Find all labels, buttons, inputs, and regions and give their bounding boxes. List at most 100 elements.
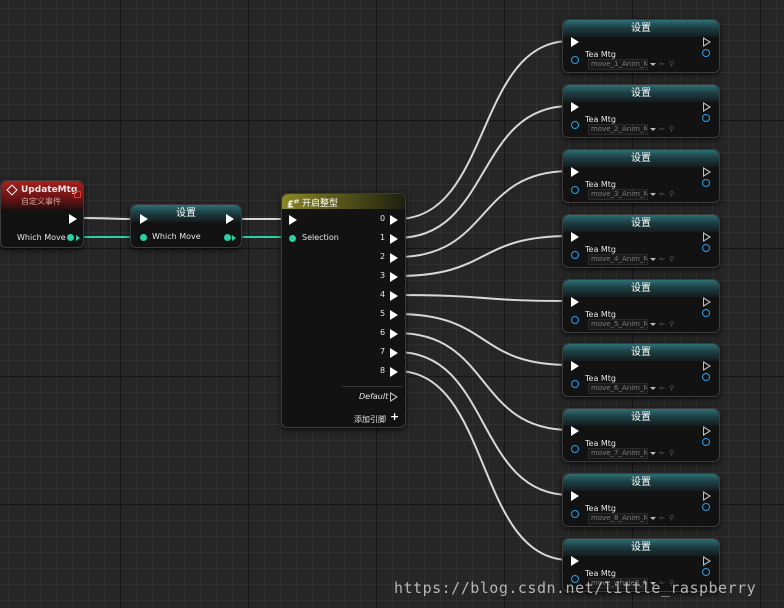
set-whichmove-out-pin[interactable]	[224, 234, 231, 241]
browse-asset-icon[interactable]: ⚲	[669, 125, 675, 133]
set-exec-out-pin[interactable]	[703, 426, 711, 436]
set-exec-in-pin[interactable]	[571, 491, 579, 501]
tea-mtg-in-pin[interactable]	[571, 56, 579, 64]
set-exec-out-pin[interactable]	[703, 491, 711, 501]
use-selected-asset-icon[interactable]: ⇐	[659, 125, 665, 133]
tea-mtg-in-pin[interactable]	[571, 575, 579, 583]
browse-asset-icon[interactable]: ⚲	[669, 514, 675, 522]
switch-default-pin[interactable]	[390, 392, 398, 402]
delegate-pin-icon[interactable]	[74, 191, 81, 198]
set-exec-out-pin[interactable]	[703, 297, 711, 307]
anim-montage-dropdown[interactable]: move_5_Anim_M	[588, 319, 648, 330]
use-selected-asset-icon[interactable]: ⇐	[659, 60, 665, 68]
anim-montage-dropdown[interactable]: move_4_Anim_M	[588, 254, 648, 265]
browse-asset-icon[interactable]: ⚲	[669, 320, 675, 328]
dropdown-chevron-icon[interactable]	[650, 128, 656, 131]
tea-mtg-out-pin[interactable]	[702, 114, 710, 122]
tea-mtg-out-pin[interactable]	[702, 373, 710, 381]
tea-mtg-out-pin[interactable]	[702, 179, 710, 187]
custom-event-node[interactable]: UpdateMtg 自定义事件 Which Move	[0, 180, 84, 248]
tea-mtg-out-pin[interactable]	[702, 568, 710, 576]
switch-exec-out-pin[interactable]	[390, 329, 398, 339]
set-exec-in-pin[interactable]	[571, 297, 579, 307]
tea-mtg-in-pin[interactable]	[571, 121, 579, 129]
exec-wire[interactable]	[396, 170, 571, 258]
dropdown-chevron-icon[interactable]	[650, 63, 656, 66]
exec-wire[interactable]	[396, 105, 571, 239]
switch-exec-out-pin[interactable]	[390, 348, 398, 358]
use-selected-asset-icon[interactable]: ⇐	[659, 320, 665, 328]
add-pin-label[interactable]: 添加引脚	[354, 415, 386, 424]
exec-wire[interactable]	[77, 217, 140, 220]
tea-mtg-in-pin[interactable]	[571, 510, 579, 518]
set-exec-in-pin[interactable]	[571, 167, 579, 177]
set-exec-out-pin[interactable]	[703, 102, 711, 112]
exec-wire[interactable]	[396, 351, 571, 496]
anim-montage-dropdown[interactable]: move_3_Anim_M	[588, 189, 648, 200]
exec-wire[interactable]	[396, 370, 571, 561]
anim-montage-dropdown[interactable]: move_8_Anim_M	[588, 513, 648, 524]
exec-wire[interactable]	[396, 235, 571, 277]
browse-asset-icon[interactable]: ⚲	[669, 60, 675, 68]
tea-mtg-out-pin[interactable]	[702, 244, 710, 252]
exec-wire[interactable]	[396, 294, 571, 302]
anim-montage-dropdown[interactable]: move_1_Anim_M	[588, 59, 648, 70]
browse-asset-icon[interactable]: ⚲	[669, 579, 675, 587]
event-whichmove-out-pin[interactable]	[67, 234, 74, 241]
tea-mtg-out-pin[interactable]	[702, 438, 710, 446]
use-selected-asset-icon[interactable]: ⇐	[659, 384, 665, 392]
exec-wire[interactable]	[396, 40, 571, 220]
switch-exec-out-pin[interactable]	[390, 234, 398, 244]
add-pin-plus-icon[interactable]: +	[390, 410, 400, 423]
set-exec-out-pin[interactable]	[703, 232, 711, 242]
anim-montage-dropdown[interactable]: move_7_Anim_M	[588, 448, 648, 459]
switch-selection-in-pin[interactable]	[289, 235, 296, 242]
dropdown-chevron-icon[interactable]	[650, 258, 656, 261]
dropdown-chevron-icon[interactable]	[650, 323, 656, 326]
browse-asset-icon[interactable]: ⚲	[669, 449, 675, 457]
anim-montage-dropdown[interactable]: move_whole8_An	[588, 578, 648, 589]
set-exec-out-pin[interactable]	[226, 214, 234, 224]
anim-montage-dropdown[interactable]: move_2_Anim_M	[588, 124, 648, 135]
use-selected-asset-icon[interactable]: ⇐	[659, 190, 665, 198]
set-exec-out-pin[interactable]	[703, 167, 711, 177]
set-exec-in-pin[interactable]	[140, 214, 148, 224]
browse-asset-icon[interactable]: ⚲	[669, 190, 675, 198]
exec-wire[interactable]	[396, 313, 571, 366]
set-exec-in-pin[interactable]	[571, 556, 579, 566]
switch-exec-out-pin[interactable]	[390, 272, 398, 282]
dropdown-chevron-icon[interactable]	[650, 387, 656, 390]
switch-exec-out-pin[interactable]	[390, 253, 398, 263]
use-selected-asset-icon[interactable]: ⇐	[659, 255, 665, 263]
browse-asset-icon[interactable]: ⚲	[669, 255, 675, 263]
tea-mtg-out-pin[interactable]	[702, 309, 710, 317]
dropdown-chevron-icon[interactable]	[650, 193, 656, 196]
switch-exec-out-pin[interactable]	[390, 215, 398, 225]
dropdown-chevron-icon[interactable]	[650, 582, 656, 585]
set-whichmove-in-pin[interactable]	[140, 234, 147, 241]
set-exec-in-pin[interactable]	[571, 426, 579, 436]
set-exec-in-pin[interactable]	[571, 102, 579, 112]
tea-mtg-in-pin[interactable]	[571, 186, 579, 194]
set-which-move-node[interactable]: 设置 Which Move	[130, 204, 242, 248]
set-exec-out-pin[interactable]	[703, 361, 711, 371]
tea-mtg-in-pin[interactable]	[571, 380, 579, 388]
use-selected-asset-icon[interactable]: ⇐	[659, 449, 665, 457]
set-exec-out-pin[interactable]	[703, 37, 711, 47]
set-exec-in-pin[interactable]	[571, 37, 579, 47]
switch-exec-out-pin[interactable]	[390, 367, 398, 377]
tea-mtg-in-pin[interactable]	[571, 251, 579, 259]
set-exec-out-pin[interactable]	[703, 556, 711, 566]
use-selected-asset-icon[interactable]: ⇐	[659, 579, 665, 587]
set-exec-in-pin[interactable]	[571, 232, 579, 242]
exec-wire[interactable]	[396, 332, 571, 431]
